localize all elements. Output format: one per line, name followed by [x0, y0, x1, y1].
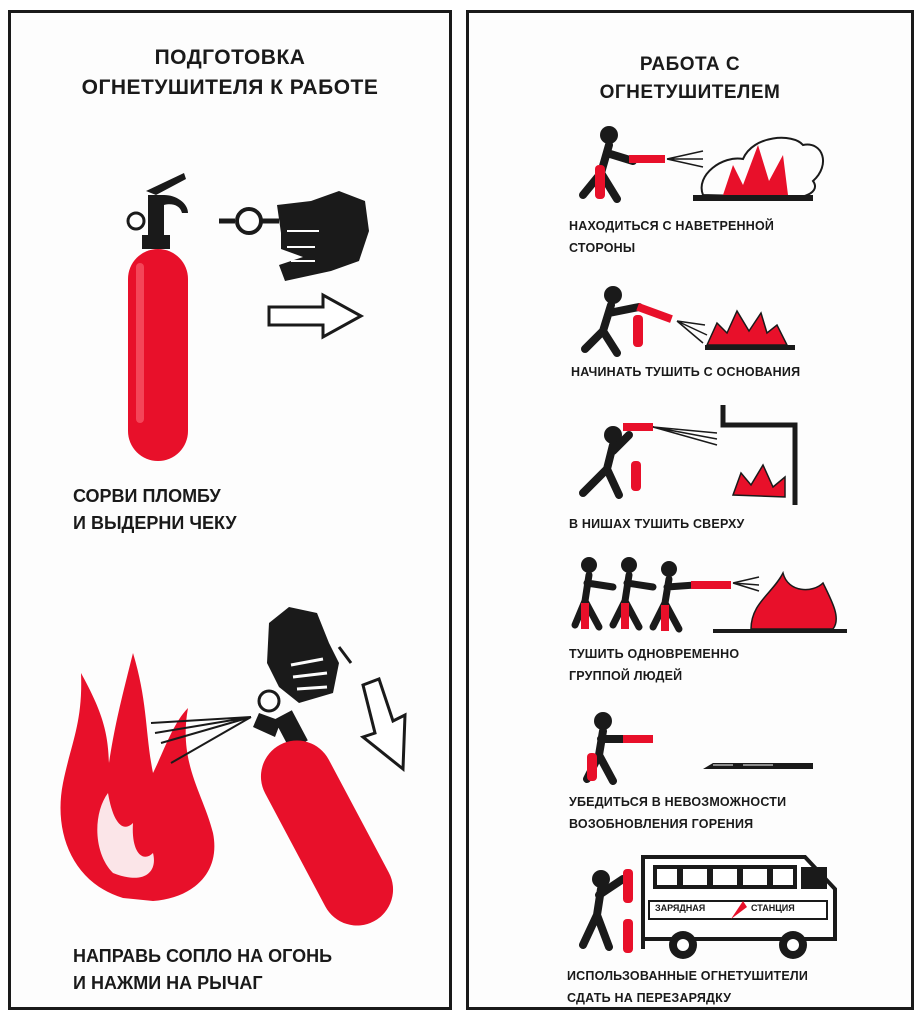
right-panel-title: РАБОТА С ОГНЕТУШИТЕЛЕМ — [469, 51, 911, 107]
item6-caption: ИСПОЛЬЗОВАННЫЕ ОГНЕТУШИТЕЛИ СДАТЬ НА ПЕР… — [567, 965, 808, 1009]
step1-line2: И ВЫДЕРНИ ЧЕКУ — [73, 513, 237, 533]
right-title-line2: ОГНЕТУШИТЕЛЕМ — [599, 82, 781, 103]
left-panel-title: ПОДГОТОВКА ОГНЕТУШИТЕЛЯ К РАБОТЕ — [11, 43, 449, 103]
van-label-right: СТАНЦИЯ — [751, 903, 795, 913]
hand-pin-icon — [219, 191, 369, 281]
item1-line1: НАХОДИТЬСЯ С НАВЕТРЕННОЙ — [569, 219, 775, 233]
item1-line2: СТОРОНЫ — [569, 241, 636, 255]
arrow-down-icon — [359, 677, 407, 773]
item2-caption: НАЧИНАТЬ ТУШИТЬ С ОСНОВАНИЯ — [571, 361, 800, 383]
item1-caption: НАХОДИТЬСЯ С НАВЕТРЕННОЙ СТОРОНЫ — [569, 215, 774, 259]
firefighter-upwind-icon — [579, 126, 824, 203]
item5-caption: УБЕДИТЬСЯ В НЕВОЗМОЖНОСТИ ВОЗОБНОВЛЕНИЯ … — [569, 791, 786, 835]
step1-line1: СОРВИ ПЛОМБУ — [73, 486, 221, 506]
firefighter-group-icon — [571, 557, 847, 633]
firefighter-niche-icon — [579, 405, 798, 505]
van-icon — [579, 855, 837, 959]
step2-line1: НАПРАВЬ СОПЛО НА ОГОНЬ — [73, 946, 333, 966]
right-title-line1: РАБОТА С — [639, 54, 741, 75]
item6-line1: ИСПОЛЬЗОВАННЫЕ ОГНЕТУШИТЕЛИ — [567, 969, 809, 983]
step1-caption: СОРВИ ПЛОМБУ И ВЫДЕРНИ ЧЕКУ — [73, 483, 237, 537]
spray-lines — [150, 716, 252, 764]
extinguisher-icon — [126, 173, 188, 461]
flame-icon — [60, 653, 215, 901]
step2-caption: НАПРАВЬ СОПЛО НА ОГОНЬ И НАЖМИ НА РЫЧАГ — [73, 943, 332, 997]
extinguisher-tilted-icon — [253, 710, 394, 926]
arrow-right-icon — [267, 292, 365, 340]
item4-caption: ТУШИТЬ ОДНОВРЕМЕННО ГРУППОЙ ЛЮДЕЙ — [569, 643, 739, 687]
van-label-left: ЗАРЯДНАЯ — [655, 903, 706, 913]
left-panel-preparation: ПОДГОТОВКА ОГНЕТУШИТЕЛЯ К РАБОТЕ СОРВИ П… — [8, 10, 452, 1010]
left-title-line2: ОГНЕТУШИТЕЛЯ К РАБОТЕ — [81, 76, 379, 99]
item3-line1: В НИШАХ ТУШИТЬ СВЕРХУ — [569, 517, 745, 531]
left-title-line1: ПОДГОТОВКА — [154, 46, 306, 69]
item4-line1: ТУШИТЬ ОДНОВРЕМЕННО — [569, 647, 740, 661]
hand-lever-icon — [257, 607, 353, 713]
item2-line1: НАЧИНАТЬ ТУШИТЬ С ОСНОВАНИЯ — [571, 365, 801, 379]
right-panel-operation: РАБОТА С ОГНЕТУШИТЕЛЕМ НАХОДИТЬСЯ С НАВЕ… — [466, 10, 914, 1010]
item4-line2: ГРУППОЙ ЛЮДЕЙ — [569, 669, 683, 683]
item3-caption: В НИШАХ ТУШИТЬ СВЕРХУ — [569, 513, 745, 535]
firefighter-base-icon — [581, 286, 795, 357]
item5-line2: ВОЗОБНОВЛЕНИЯ ГОРЕНИЯ — [569, 817, 754, 831]
item5-line1: УБЕДИТЬСЯ В НЕВОЗМОЖНОСТИ — [569, 795, 787, 809]
item6-line2: СДАТЬ НА ПЕРЕЗАРЯДКУ — [567, 991, 732, 1005]
firefighter-check-icon — [583, 712, 813, 785]
step2-line2: И НАЖМИ НА РЫЧАГ — [73, 973, 263, 993]
